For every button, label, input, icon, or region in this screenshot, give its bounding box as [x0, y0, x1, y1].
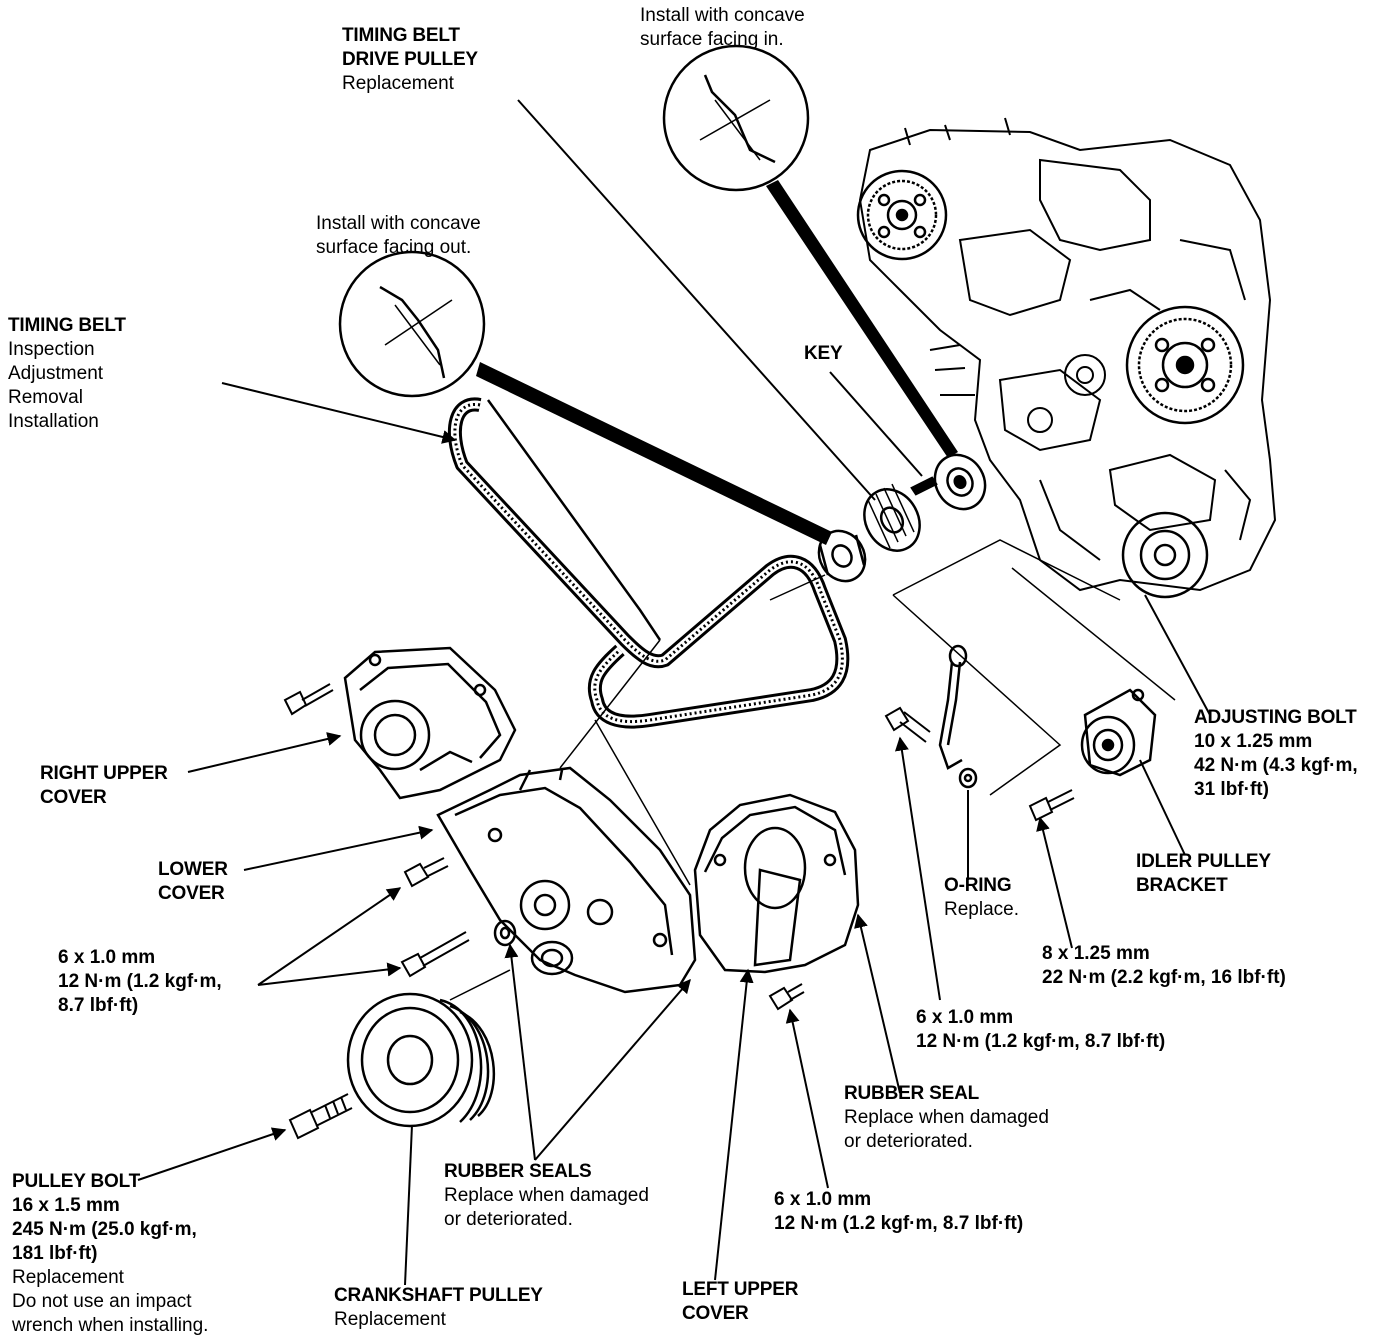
camshaft-pulley-rear [1125, 305, 1245, 425]
label-rubber-seals: RUBBER SEALS Replace when damaged or det… [444, 1161, 649, 1230]
assembly-guide-lines [449, 539, 1176, 1001]
timing-belt [447, 397, 850, 729]
label-pulley-bolt: PULLEY BOLT 16 x 1.5 mm 245 N·m (25.0 kg… [12, 1171, 209, 1336]
bolt-adjusting [1028, 789, 1075, 822]
label-idler-pulley-bracket: IDLER PULLEY BRACKET [1136, 851, 1271, 896]
crankshaft-pulley [346, 992, 496, 1128]
bolt-lower-cover-upper [403, 857, 449, 888]
drive-pulley-part [863, 483, 921, 552]
engine-crank-boss [1121, 511, 1209, 599]
label-concave-out: Install with concave surface facing out. [316, 213, 481, 258]
camshaft-pulley-front [856, 169, 948, 261]
oil-seal-part [933, 453, 987, 511]
label-rubber-seal: RUBBER SEAL Replace when damaged or dete… [844, 1083, 1049, 1152]
lower-cover [436, 766, 697, 994]
o-ring-bracket [938, 644, 978, 789]
pulley-bolt-part [288, 1093, 353, 1140]
label-bolt-8x125: 8 x 1.25 mm 22 N·m (2.2 kgf·m, 16 lbf·ft… [1042, 943, 1286, 988]
label-left-upper-cover: LEFT UPPER COVER [682, 1279, 799, 1324]
rubber-seal-ring [530, 940, 574, 976]
bolt-right-upper-cover [283, 683, 334, 716]
callout-beam-out [476, 362, 832, 545]
right-upper-cover [343, 646, 517, 800]
key-part [910, 476, 938, 496]
idler-pulley-bracket [1080, 688, 1157, 777]
label-crankshaft-pulley: CRANKSHAFT PULLEY Replacement [334, 1285, 543, 1330]
label-lower-cover: LOWER COVER [158, 859, 228, 904]
bolt-left-upper-cover [768, 983, 805, 1011]
callout-concave-in [662, 44, 810, 192]
callout-concave-out [338, 250, 486, 398]
label-timing-belt-drive-pulley: TIMING BELT DRIVE PULLEY Replacement [342, 25, 478, 94]
label-key: KEY [804, 343, 843, 364]
label-o-ring: O-RING Replace. [944, 875, 1019, 920]
leader-lines [137, 99, 1211, 1286]
engine-idler-pulley [1027, 354, 1106, 433]
left-upper-cover [693, 793, 860, 974]
label-timing-belt: TIMING BELT Inspection Adjustment Remova… [8, 315, 126, 432]
bolt-lower-cover-lower [400, 931, 470, 978]
label-bolt-6x10-bottom: 6 x 1.0 mm 12 N·m (1.2 kgf·m, 8.7 lbf·ft… [774, 1189, 1024, 1234]
label-right-upper-cover: RIGHT UPPER COVER [40, 763, 168, 808]
engine-assembly [858, 117, 1277, 592]
label-bolt-6x10-right: 6 x 1.0 mm 12 N·m (1.2 kgf·m, 8.7 lbf·ft… [916, 1007, 1166, 1052]
label-concave-in: Install with concave surface facing in. [640, 5, 805, 50]
callout-beam-in [766, 180, 958, 458]
label-adjusting-bolt: ADJUSTING BOLT 10 x 1.25 mm 42 N·m (4.3 … [1194, 707, 1358, 800]
bolt-o-ring [884, 706, 931, 743]
label-bolt-6x10-left: 6 x 1.0 mm 12 N·m (1.2 kgf·m, 8.7 lbf·ft… [58, 947, 222, 1016]
washer-part [817, 529, 867, 583]
